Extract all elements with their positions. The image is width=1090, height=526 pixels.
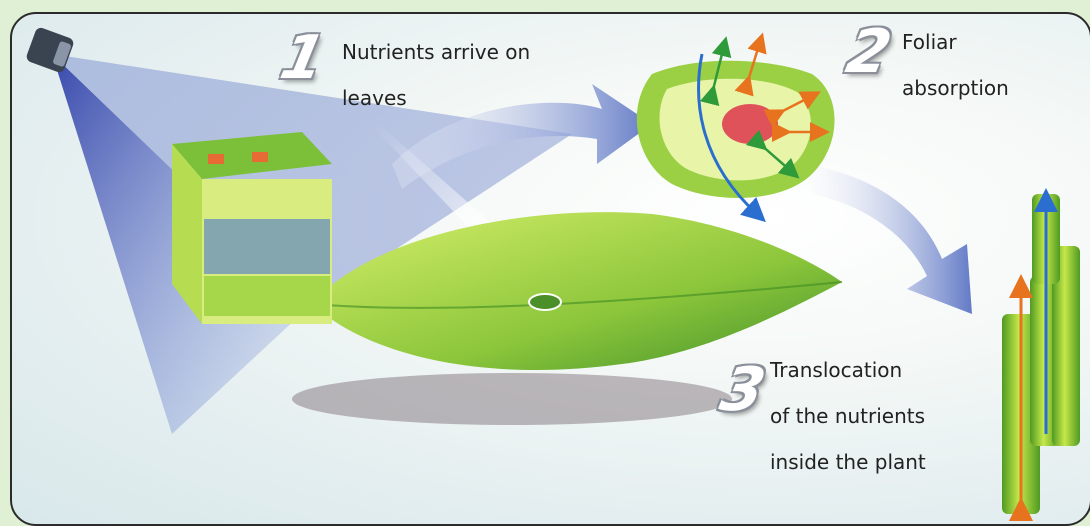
leaf-cross-section-icon (172, 132, 332, 324)
vascular-tubes-icon (1002, 194, 1080, 514)
step-2-text-line1: Foliar (902, 26, 957, 58)
step-3-text-line1: Translocation (770, 354, 902, 386)
plant-cell-icon (637, 42, 835, 214)
diagram-panel: 1 Nutrients arrive on leaves 2 Foliar ab… (10, 12, 1090, 526)
step-2-text-line2: absorption (902, 72, 1009, 104)
step-1-text-line1: Nutrients arrive on (342, 36, 530, 68)
leaf-shadow (292, 373, 732, 425)
step-3-text-line2: of the nutrients (770, 400, 925, 432)
step-3-text-line3: inside the plant (770, 446, 926, 478)
step-1-text-line2: leaves (342, 82, 407, 114)
flow-arrow-icon-2 (802, 164, 972, 314)
